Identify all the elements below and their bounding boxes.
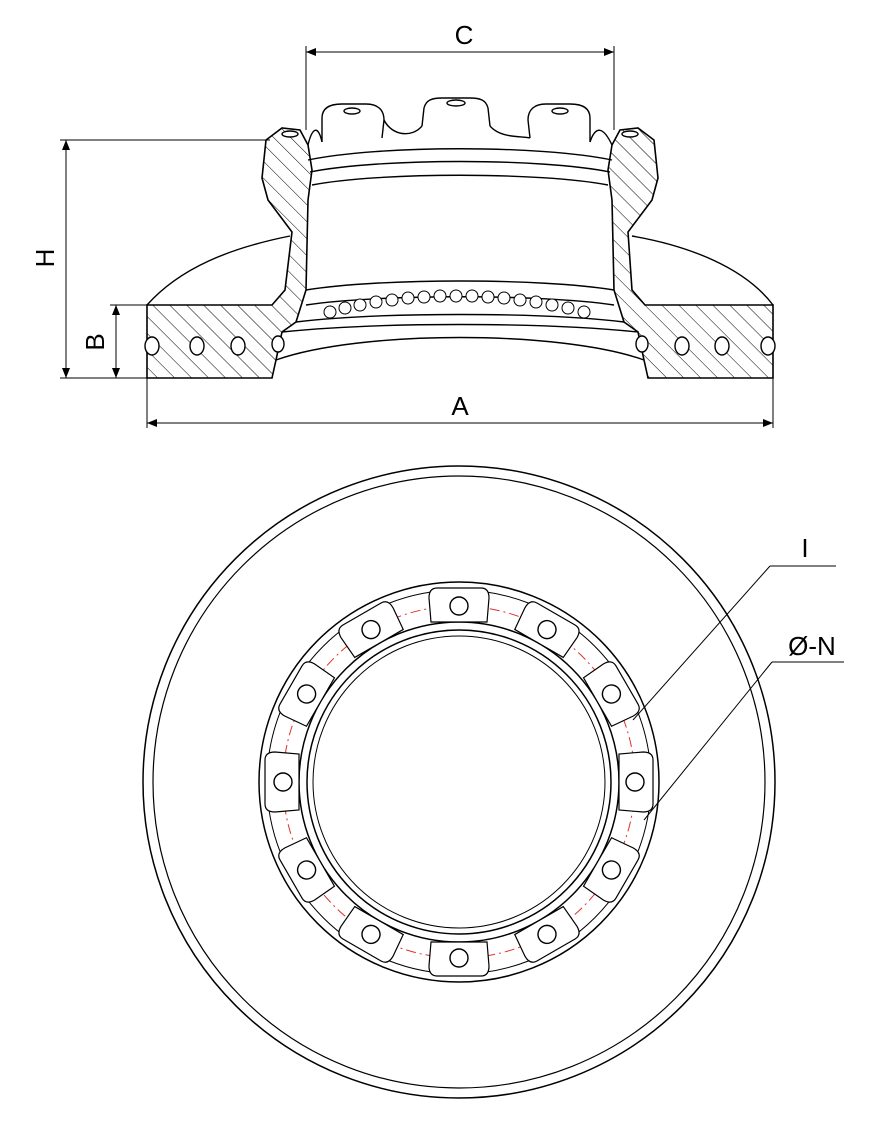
crown-scallops: [307, 119, 613, 146]
bolt-lugs: [264, 587, 654, 977]
bolt-lug: [513, 905, 580, 963]
dim-b-label: B: [80, 333, 110, 350]
bolt-hole: [601, 860, 622, 880]
bolt-hole: [361, 924, 381, 945]
disc-outer-profile: [146, 235, 291, 306]
right-vent-holes: [635, 335, 776, 356]
bolt-lug: [428, 941, 490, 977]
bolt-lug: [278, 661, 336, 728]
hub-body: [275, 148, 645, 361]
right-flange-section: [607, 127, 774, 379]
bolt-lug: [513, 601, 580, 659]
hub-outer-ring: [258, 581, 660, 983]
bolt-lug: [582, 836, 640, 903]
dimension-a: A: [146, 378, 774, 428]
bolt-hole: [537, 924, 557, 945]
bolt-lug: [582, 661, 640, 728]
hub-ring-2: [266, 589, 652, 975]
bolt-lug: [618, 751, 654, 813]
hub-inner-ring: [298, 621, 620, 943]
bolt-hole: [449, 948, 469, 968]
disc-outer-edge: [142, 465, 776, 1099]
crown-lugs: [281, 97, 639, 142]
disc-outer-edge-inner: [152, 475, 766, 1089]
bolt-lug: [338, 601, 405, 659]
left-vent-holes: [144, 335, 285, 356]
bolt-hole: [625, 772, 645, 792]
bolt-lug: [428, 587, 490, 623]
label-n-text: Ø-N: [788, 631, 836, 661]
hub-bore-inner: [312, 635, 606, 929]
dim-c-label: C: [455, 20, 474, 50]
bolt-lug: [278, 836, 336, 903]
dimension-c: C: [305, 20, 615, 130]
pitch-circle: [282, 605, 636, 959]
label-i-text: I: [801, 533, 808, 563]
dim-h-label: H: [30, 249, 60, 268]
bolt-hole: [449, 596, 469, 616]
hub-bore: [306, 629, 612, 935]
dim-a-label: A: [451, 391, 469, 421]
inner-bolt-row: [323, 289, 591, 319]
bolt-lug: [264, 751, 300, 813]
bolt-hole: [537, 619, 557, 640]
dimension-h: H: [30, 139, 270, 379]
label-i: I: [632, 533, 836, 721]
disc-outer-profile-right: [631, 235, 774, 306]
front-view: I Ø-N: [142, 465, 844, 1099]
bolt-hole: [273, 772, 293, 792]
label-n: Ø-N: [643, 631, 844, 821]
bolt-hole: [601, 684, 622, 704]
bolt-hole: [296, 860, 317, 880]
bolt-lug: [338, 905, 405, 963]
bolt-hole: [296, 684, 317, 704]
bolt-hole: [361, 619, 381, 640]
side-section-view: C H B A: [30, 20, 776, 428]
dimension-b: B: [80, 304, 147, 378]
